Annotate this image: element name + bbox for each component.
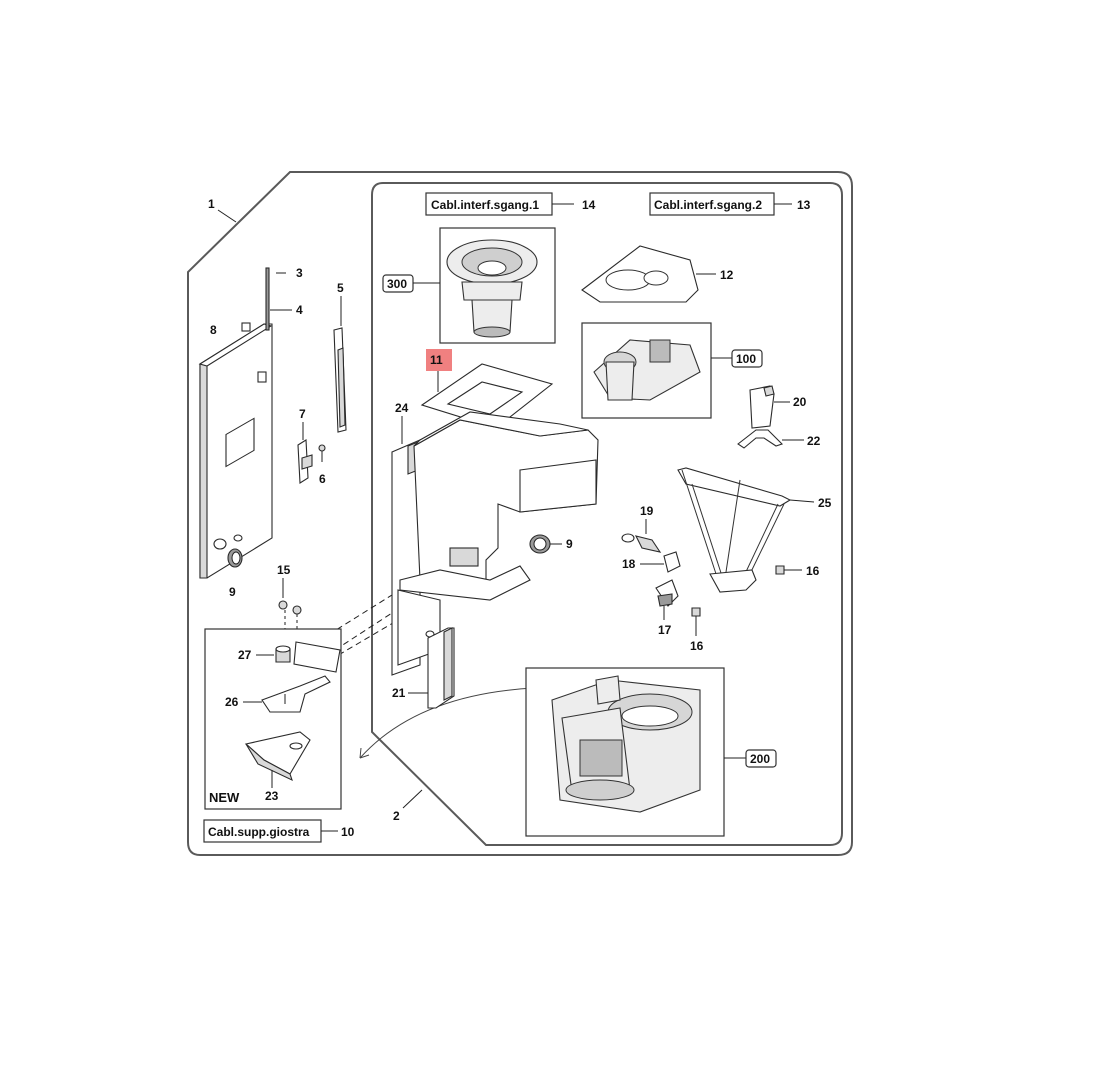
part-16-screw-b [691,607,701,617]
callout-9-left: 9 [229,585,236,599]
callout-2: 2 [393,809,400,823]
callout-4: 4 [296,303,303,317]
callout-16-bottom: 16 [690,639,704,653]
callout-13: 13 [797,198,811,212]
callout-7: 7 [299,407,306,421]
callout-10: 10 [341,825,355,839]
sweep-arrowhead [359,747,370,759]
part-19-valve [621,533,662,553]
cable-label-1: Cabl.interf.sgang.1 [431,198,539,212]
callout-22: 22 [807,434,821,448]
part-26-bracket [261,675,331,713]
group-300-assembly [446,239,538,338]
part-18-bracket [663,551,681,573]
part-4-rod [265,267,270,331]
part-22-holder [737,429,784,449]
part-5-bracket [333,327,347,433]
outer-frame [187,171,853,856]
callout-11: 11 [430,353,443,367]
callout-100: 100 [736,352,756,366]
callout-200: 200 [750,752,770,766]
part-12-plate [581,245,699,303]
part-27-spacer [275,645,291,663]
callout-3: 3 [296,266,303,280]
callout-5: 5 [337,281,344,295]
new-label: NEW [209,790,240,805]
part-9-grommet-right [529,534,551,554]
callout-27: 27 [238,648,252,662]
callout-19: 19 [640,504,654,518]
part-25-frame [677,467,792,593]
cable-label-3: Cabl.supp.giostra [208,825,310,839]
callout-18: 18 [622,557,636,571]
part-15-screw-b [292,605,302,615]
callout-1: 1 [208,197,215,211]
group-100-assembly [593,339,701,401]
cable-label-2: Cabl.interf.sgang.2 [654,198,762,212]
callout-17: 17 [658,623,672,637]
callout-15: 15 [277,563,291,577]
part-7-clip [297,439,313,484]
callout-box-100 [731,349,763,368]
part-15-screw-a [278,600,288,610]
group-200-assembly [551,675,701,813]
part-8-back-panel [198,322,273,579]
callout-box-200 [745,749,777,768]
callout-9-right: 9 [566,537,573,551]
part-21-rail [427,627,455,709]
part-16-screw-a [775,565,785,575]
part-6-screw [318,444,326,462]
part-9-grommet-left [227,548,243,568]
callout-12: 12 [720,268,734,282]
callout-25: 25 [818,496,832,510]
part-11-cover-plate [420,363,554,429]
callout-11-highlight [426,349,452,371]
callout-21: 21 [392,686,406,700]
callout-24: 24 [395,401,409,415]
part-17-nozzle [655,579,679,607]
part-20-clip [749,385,775,429]
part-23-cover [244,731,311,782]
callout-23: 23 [265,789,279,803]
callout-8: 8 [210,323,217,337]
callout-300: 300 [387,277,407,291]
callout-26: 26 [225,695,239,709]
callout-20: 20 [793,395,807,409]
callout-16-right: 16 [806,564,820,578]
inner-frame [371,182,843,846]
callout-6: 6 [319,472,326,486]
callout-14: 14 [582,198,596,212]
part-27-plate [293,641,341,673]
